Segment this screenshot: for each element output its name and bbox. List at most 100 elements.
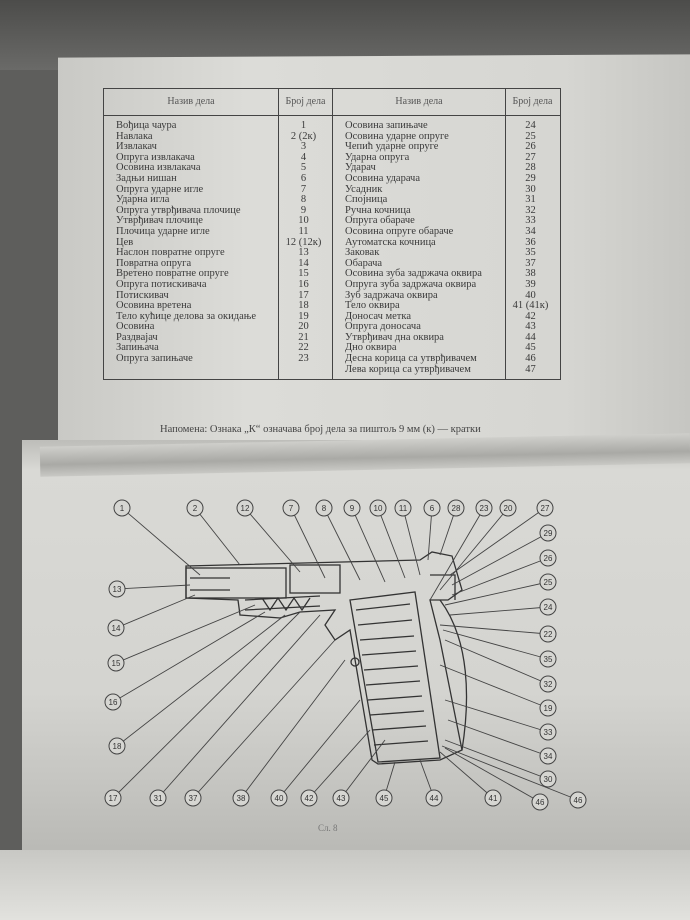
part-name: Запињача [116,342,159,354]
table-row: Навлака 2 (2к) [104,130,332,143]
part-number: 15 [298,268,309,280]
callout-number: 38 [237,794,246,803]
callout-number: 32 [544,680,553,689]
part-number: 41 (41к) [512,300,549,312]
part-name: Зуб задржача оквира [345,289,438,301]
callout-number: 8 [322,504,327,513]
part-name: Извлакач [116,141,157,153]
part-name: Ручна кочница [345,204,411,216]
part-name: Осовина ударне опруге [345,130,449,142]
part-number: 7 [300,183,307,195]
callout-number: 45 [380,794,389,803]
part-name: Аутоматска кочница [345,236,436,248]
callout-number: 11 [399,504,408,513]
part-name: Опруга доносача [345,321,421,333]
callout-circle [369,499,387,517]
table-row: Аутоматска кочница 36 [333,236,560,249]
part-number: 23 [298,353,309,365]
callout-number: 19 [544,704,553,713]
callout-number: 9 [350,504,355,513]
part-name: Утврђивач дна оквира [345,331,444,343]
table-row: Осовина ударне опруге 25 [333,130,560,143]
callout-7: 7 [282,499,326,579]
figure-caption: Сл. 8 [318,823,338,833]
next-page-edge [0,850,690,920]
part-number: 2 (2к) [290,130,317,142]
part-number: 36 [525,236,536,248]
part-number: 25 [525,130,536,142]
callout-circle [539,573,557,591]
leader-line [340,739,386,799]
part-number: 1 [300,120,307,131]
callout-number: 17 [109,794,118,803]
callout-circle [186,499,204,517]
callout-18: 18 [108,614,286,755]
leader-line [444,747,541,803]
part-number: 19 [298,310,309,322]
callout-number: 31 [154,794,163,803]
callout-circle [539,549,557,567]
part-number: 43 [525,321,536,333]
callout-circle [531,793,549,811]
part-name: Навлака [116,130,153,142]
callout-circle [539,675,557,693]
part-name: Осовина [116,321,155,333]
leader-line [451,557,549,596]
callout-circle [104,693,122,711]
callout-circle [539,770,557,788]
callout-number: 29 [544,529,553,538]
part-number: 13 [298,247,309,259]
callout-15: 15 [107,604,256,672]
callout-20: 20 [439,499,517,591]
part-name: Опруга потискивача [116,278,207,290]
leader-line [441,745,579,801]
callout-41: 41 [439,751,502,807]
part-number: 37 [525,257,536,269]
callout-number: 6 [430,504,435,513]
part-name: Плочица ударне игле [116,225,210,237]
callout-circle [425,789,443,807]
header-name: Назив дела [167,96,215,107]
part-number: 10 [298,215,309,227]
leader-line [447,719,549,757]
callout-circle [282,499,300,517]
part-name: Ударна опруга [345,151,410,163]
callout-number: 33 [544,728,553,737]
callout-33: 33 [444,699,557,741]
callout-circle [499,499,517,517]
part-name: Осовина ударача [345,172,420,184]
callout-37: 37 [184,639,336,807]
callout-circle [107,654,125,672]
callout-number: 25 [544,578,553,587]
part-name: Осовина извлакача [116,162,201,174]
part-name: Осовина вретена [116,300,192,312]
callout-14: 14 [107,594,196,637]
part-name: Десна корица са утврђивачем [345,353,477,365]
callout-circle [236,499,254,517]
callout-circle [447,499,465,517]
part-name: Ударач [345,162,376,174]
callout-number: 12 [241,504,250,513]
part-number: 21 [298,331,309,343]
leader-line [192,639,336,799]
callout-circle [113,499,131,517]
part-name: Задњи нишан [116,172,177,184]
leader-line [323,507,361,581]
part-name: Опруга зуба задржача оквира [345,278,477,290]
callout-circle [539,598,557,616]
leader-line [444,739,549,780]
